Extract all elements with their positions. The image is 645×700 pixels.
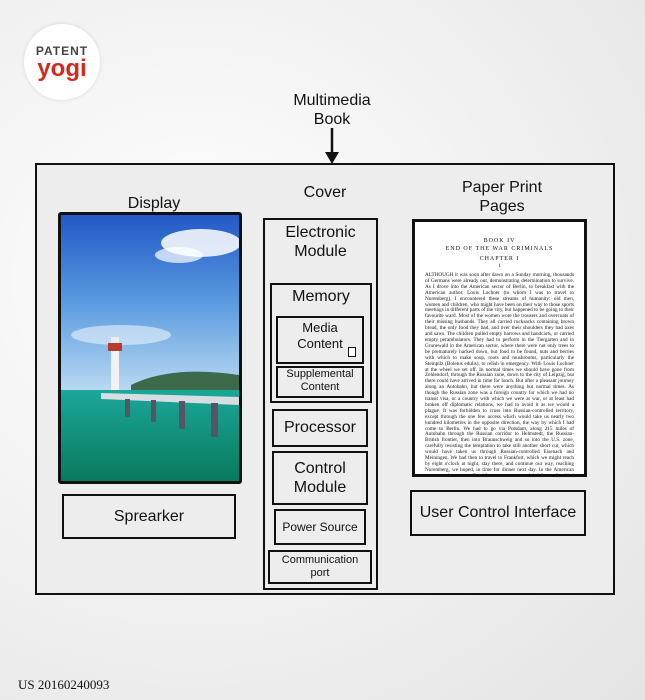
logo-bottom-text: yogi	[37, 55, 87, 82]
paper-print-page: BOOK IV END OF THE WAR CRIMINALS CHAPTER…	[412, 219, 587, 477]
display-label: Display	[127, 195, 181, 212]
memory-label: Memory	[292, 288, 350, 305]
media-content-label: Media Content	[297, 320, 343, 351]
communication-port-box: Communication port	[268, 550, 372, 584]
user-control-interface-box: User Control Interface	[410, 490, 586, 536]
page-book-heading: BOOK IV	[483, 238, 516, 244]
page-chapter: CHAPTER I	[479, 256, 520, 262]
processor-box: Processor	[272, 409, 368, 447]
logo-top-text: PATENT	[35, 44, 89, 58]
media-file-icon	[348, 347, 356, 357]
lighthouse-photo	[61, 215, 239, 481]
display-screen	[58, 212, 242, 484]
page-chapter-number: 1	[498, 264, 501, 269]
speaker-box: Sprearker	[62, 494, 236, 539]
power-source-box: Power Source	[274, 509, 366, 545]
supplemental-content-box	[276, 366, 364, 398]
arrow-head	[325, 152, 339, 164]
cover-label: Cover	[303, 184, 347, 201]
control-module-box: Control Module	[272, 451, 368, 505]
patent-yogi-logo: PATENT yogi	[24, 24, 100, 100]
page-title: END OF THE WAR CRIMINALS	[445, 246, 554, 252]
page-body-text: ALTHOUGH it was soon after dawn on a Sun…	[425, 272, 574, 477]
patent-number: US 20160240093	[18, 677, 110, 692]
electronic-module-label: Electronic Module	[285, 224, 356, 260]
paper-print-pages-label: Paper Print Pages	[461, 179, 543, 215]
multimedia-book-label: Multimedia Book	[293, 92, 371, 128]
supplemental-content-label: Supplemental Content	[286, 368, 354, 393]
